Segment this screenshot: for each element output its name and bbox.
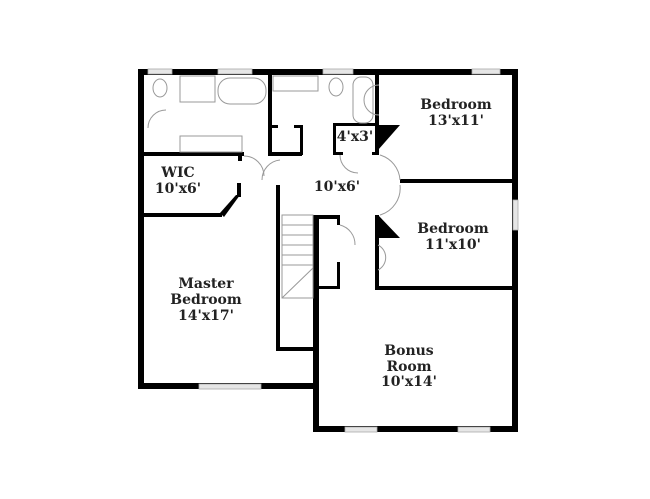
bonus-size: 10'x14'	[381, 374, 437, 390]
master-name-2: Bedroom	[170, 292, 242, 308]
staircase	[281, 214, 314, 299]
bonus-name: Bonus	[384, 343, 434, 359]
master-name: Master	[178, 276, 234, 292]
room-labels: Bedroom 13'x11' Bedroom 11'x10' WIC 10'x…	[155, 97, 492, 390]
bedroom-2-name: Bedroom	[417, 221, 489, 237]
fixtures	[147, 75, 401, 299]
bedroom-1-size: 13'x11'	[428, 113, 484, 129]
windows	[147, 68, 519, 433]
bedroom-2-size: 11'x10'	[425, 237, 481, 253]
bonus-name-2: Room	[386, 359, 431, 375]
hall-size: 10'x6'	[314, 179, 360, 195]
closet-size: 4'x3'	[337, 129, 373, 145]
bedroom-1-name: Bedroom	[420, 97, 492, 113]
master-size: 14'x17'	[178, 308, 234, 324]
wic-size: 10'x6'	[155, 181, 201, 197]
wic-name: WIC	[160, 165, 194, 181]
